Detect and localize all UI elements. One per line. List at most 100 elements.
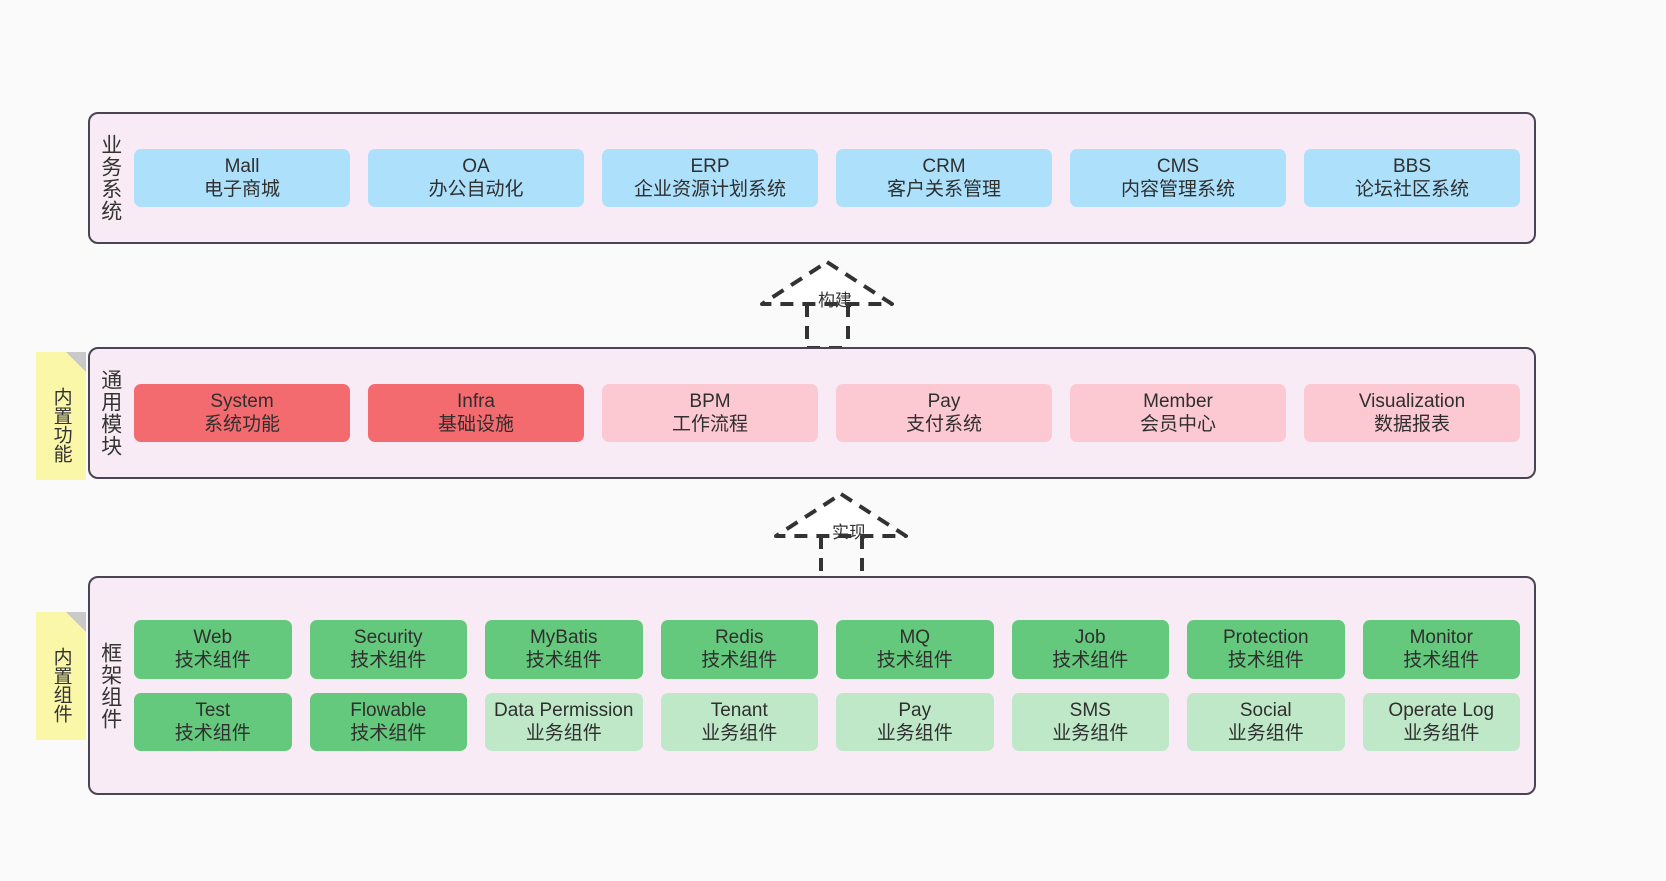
node-label-en: Flowable bbox=[350, 699, 427, 721]
node-label-en: Protection bbox=[1222, 627, 1309, 649]
node-label-cn: 办公自动化 bbox=[428, 179, 524, 200]
node-label-cn: 数据报表 bbox=[1373, 414, 1450, 435]
node-label-en: Pay bbox=[898, 699, 932, 721]
node-oa[interactable]: OA 办公自动化 bbox=[368, 148, 584, 208]
node-label-en: MQ bbox=[899, 627, 931, 649]
node-label-cn: 技术组件 bbox=[174, 650, 251, 672]
sticky-note-builtin-components: 内置组件 bbox=[36, 612, 86, 740]
node-tenant[interactable]: Tenant 业务组件 bbox=[660, 692, 818, 751]
node-label-cn: 技术组件 bbox=[350, 650, 427, 672]
node-pay-module[interactable]: Pay 支付系统 bbox=[836, 383, 1052, 443]
node-operate-log[interactable]: Operate Log 业务组件 bbox=[1362, 692, 1520, 751]
node-label-en: Security bbox=[353, 627, 423, 649]
node-label-en: Mall bbox=[224, 155, 260, 177]
node-label-en: SMS bbox=[1069, 699, 1111, 721]
layer-common-modules: 通用模块 System 系统功能 Infra 基础设施 BPM 工作流程 Pay… bbox=[88, 347, 1536, 479]
node-infra[interactable]: Infra 基础设施 bbox=[368, 383, 584, 443]
node-member[interactable]: Member 会员中心 bbox=[1070, 383, 1286, 443]
node-web[interactable]: Web 技术组件 bbox=[134, 620, 292, 679]
node-label-en: Visualization bbox=[1358, 390, 1466, 412]
node-test[interactable]: Test 技术组件 bbox=[134, 692, 292, 751]
node-label-en: Monitor bbox=[1409, 627, 1473, 649]
node-label-cn: 技术组件 bbox=[876, 650, 953, 672]
node-label-en: Social bbox=[1239, 699, 1292, 721]
node-label-cn: 工作流程 bbox=[671, 414, 748, 435]
layer-body-framework-components: Web 技术组件 Security 技术组件 MyBatis 技术组件 Redi… bbox=[130, 578, 1534, 793]
node-visualization[interactable]: Visualization 数据报表 bbox=[1304, 383, 1520, 443]
node-monitor[interactable]: Monitor 技术组件 bbox=[1362, 620, 1520, 679]
node-job[interactable]: Job 技术组件 bbox=[1011, 620, 1169, 679]
node-label-cn: 企业资源计划系统 bbox=[633, 179, 786, 200]
node-system[interactable]: System 系统功能 bbox=[134, 383, 350, 443]
node-label-cn: 系统功能 bbox=[203, 414, 280, 435]
node-label-cn: 业务组件 bbox=[1052, 722, 1129, 744]
node-label-en: Tenant bbox=[710, 699, 768, 721]
node-protection[interactable]: Protection 技术组件 bbox=[1187, 620, 1345, 679]
node-label-en: Redis bbox=[714, 627, 764, 649]
node-label-cn: 技术组件 bbox=[1403, 650, 1480, 672]
node-label-en: System bbox=[210, 390, 274, 412]
node-label-en: BPM bbox=[689, 390, 731, 412]
node-label-en: ERP bbox=[690, 155, 730, 177]
node-cms[interactable]: CMS 内容管理系统 bbox=[1070, 148, 1286, 208]
node-label-cn: 业务组件 bbox=[1227, 722, 1304, 744]
sticky-note-label: 内置功能 bbox=[50, 387, 72, 463]
node-label-cn: 技术组件 bbox=[525, 650, 602, 672]
node-mq[interactable]: MQ 技术组件 bbox=[836, 620, 994, 679]
node-label-en: Pay bbox=[927, 390, 961, 412]
note-fold-icon bbox=[66, 612, 86, 632]
node-label-cn: 业务组件 bbox=[701, 722, 778, 744]
sticky-note-builtin-functions: 内置功能 bbox=[36, 352, 86, 480]
connector-label-realize: 实现 bbox=[832, 523, 866, 542]
node-label-cn: 会员中心 bbox=[1139, 414, 1216, 435]
layer-title-common-modules: 通用模块 bbox=[98, 369, 122, 457]
layer-business-systems: 业务系统 Mall 电子商城 OA 办公自动化 ERP 企业资源计划系统 CRM… bbox=[88, 112, 1536, 244]
node-label-en: Test bbox=[195, 699, 231, 721]
node-pay-component[interactable]: Pay 业务组件 bbox=[836, 692, 994, 751]
node-label-cn: 论坛社区系统 bbox=[1354, 179, 1469, 200]
node-label-en: Operate Log bbox=[1388, 699, 1495, 721]
node-label-en: Job bbox=[1074, 627, 1106, 649]
node-flowable[interactable]: Flowable 技术组件 bbox=[309, 692, 467, 751]
node-bpm[interactable]: BPM 工作流程 bbox=[602, 383, 818, 443]
node-label-cn: 业务组件 bbox=[1403, 722, 1480, 744]
node-label-cn: 技术组件 bbox=[1227, 650, 1304, 672]
layer-title-business-systems: 业务系统 bbox=[98, 134, 122, 222]
layer-title-framework-components: 框架组件 bbox=[98, 641, 122, 730]
node-label-en: Infra bbox=[456, 390, 496, 412]
node-label-en: CRM bbox=[922, 155, 966, 177]
note-fold-icon bbox=[66, 352, 86, 372]
node-label-cn: 内容管理系统 bbox=[1120, 179, 1235, 200]
connector-realize: 实现 bbox=[766, 490, 926, 582]
node-label-en: Web bbox=[193, 627, 233, 649]
node-redis[interactable]: Redis 技术组件 bbox=[660, 620, 818, 679]
node-row-business: Test 技术组件 Flowable 技术组件 Data Permission … bbox=[134, 692, 1520, 751]
layer-body-common-modules: System 系统功能 Infra 基础设施 BPM 工作流程 Pay 支付系统… bbox=[130, 349, 1534, 477]
node-label-cn: 技术组件 bbox=[174, 722, 251, 744]
node-label-en: BBS bbox=[1392, 155, 1432, 177]
node-label-cn: 技术组件 bbox=[350, 722, 427, 744]
sticky-note-label: 内置组件 bbox=[50, 647, 72, 723]
node-label-cn: 客户关系管理 bbox=[886, 179, 1001, 200]
node-erp[interactable]: ERP 企业资源计划系统 bbox=[602, 148, 818, 208]
node-label-en: CMS bbox=[1156, 155, 1200, 177]
node-crm[interactable]: CRM 客户关系管理 bbox=[836, 148, 1052, 208]
node-mybatis[interactable]: MyBatis 技术组件 bbox=[485, 620, 643, 679]
node-label-cn: 业务组件 bbox=[876, 722, 953, 744]
node-security[interactable]: Security 技术组件 bbox=[309, 620, 467, 679]
node-bbs[interactable]: BBS 论坛社区系统 bbox=[1304, 148, 1520, 208]
node-row: Mall 电子商城 OA 办公自动化 ERP 企业资源计划系统 CRM 客户关系… bbox=[134, 148, 1520, 208]
node-label-cn: 基础设施 bbox=[437, 414, 514, 435]
node-row: System 系统功能 Infra 基础设施 BPM 工作流程 Pay 支付系统… bbox=[134, 383, 1520, 443]
node-label-en: OA bbox=[462, 155, 490, 177]
node-data-permission[interactable]: Data Permission 业务组件 bbox=[485, 692, 643, 751]
node-label-cn: 电子商城 bbox=[203, 179, 280, 200]
node-label-en: MyBatis bbox=[529, 627, 598, 649]
node-social[interactable]: Social 业务组件 bbox=[1187, 692, 1345, 751]
node-sms[interactable]: SMS 业务组件 bbox=[1011, 692, 1169, 751]
node-label-cn: 技术组件 bbox=[1052, 650, 1129, 672]
layer-body-business-systems: Mall 电子商城 OA 办公自动化 ERP 企业资源计划系统 CRM 客户关系… bbox=[130, 114, 1534, 242]
node-mall[interactable]: Mall 电子商城 bbox=[134, 148, 350, 208]
node-label-cn: 业务组件 bbox=[525, 722, 602, 744]
